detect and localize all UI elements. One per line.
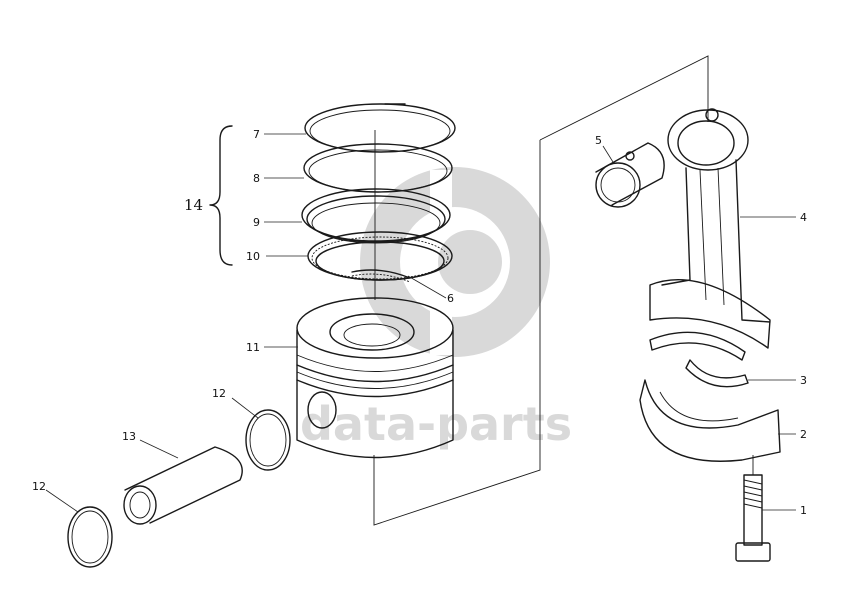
circlip-12-right — [245, 409, 291, 471]
small-end-bushing-5 — [595, 142, 665, 208]
piston-ring-7 — [304, 103, 456, 153]
bearing-shell-upper — [649, 331, 746, 361]
callout-12-right: 12 — [212, 387, 226, 400]
callout-3: 3 — [800, 374, 807, 387]
callout-9: 9 — [253, 216, 260, 229]
callout-11: 11 — [246, 341, 260, 354]
callout-7: 7 — [253, 128, 260, 141]
leader-lines — [45, 133, 796, 513]
callout-13: 13 — [122, 430, 136, 443]
callout-8: 8 — [253, 172, 260, 185]
watermark-text: data-parts — [300, 397, 572, 451]
piston-11 — [296, 297, 454, 459]
expander-ring-6 — [351, 269, 411, 283]
callout-6: 6 — [447, 292, 454, 305]
callout-12-left: 12 — [32, 480, 46, 493]
watermark-logo — [360, 167, 550, 357]
assembly-frame — [373, 55, 709, 526]
callout-14-group: 14 — [184, 196, 203, 214]
piston-ring-8 — [303, 143, 453, 193]
connecting-rod-4 — [649, 108, 771, 349]
group-bracket-14 — [209, 125, 233, 266]
callout-4: 4 — [800, 211, 807, 224]
circlip-12-left — [67, 506, 113, 568]
callout-1: 1 — [800, 504, 807, 517]
callout-10: 10 — [246, 250, 260, 263]
piston-pin-13 — [123, 446, 243, 525]
bearing-shell-lower-3 — [685, 359, 749, 388]
callout-2: 2 — [800, 428, 807, 441]
callout-5: 5 — [595, 134, 602, 147]
rod-bolt-1 — [735, 455, 771, 562]
rod-cap-2 — [639, 379, 781, 462]
